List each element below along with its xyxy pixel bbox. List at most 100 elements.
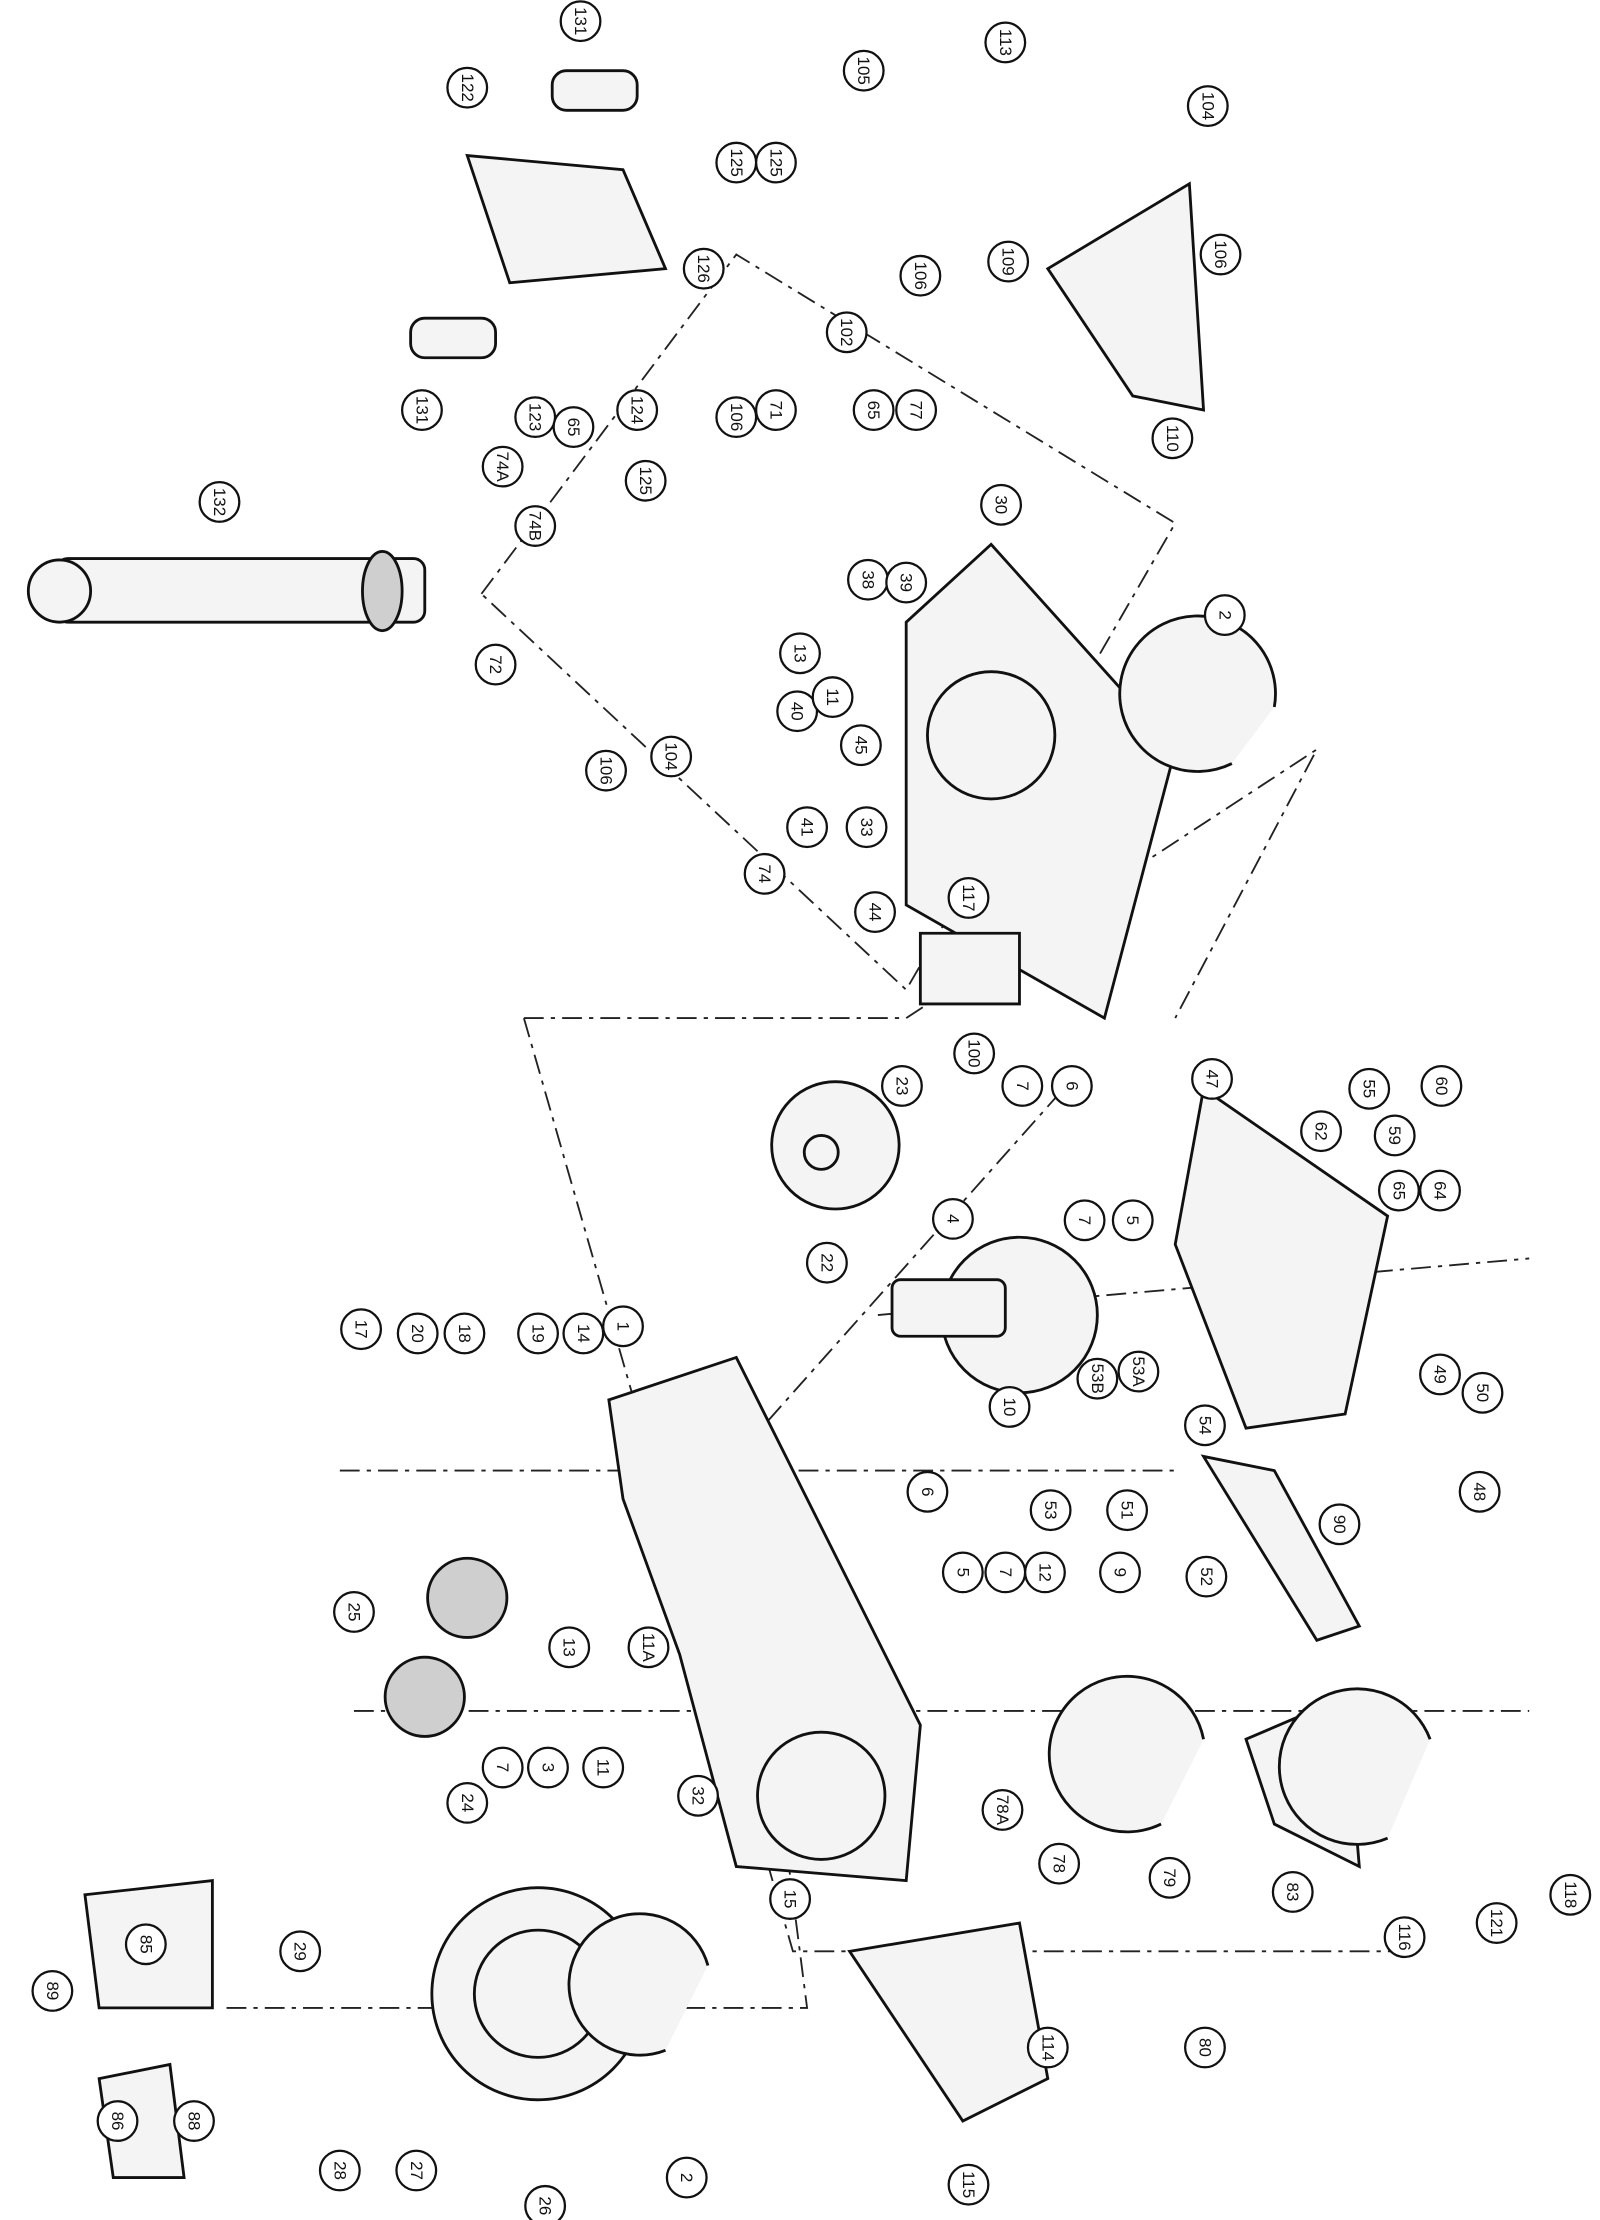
callout-circle xyxy=(1117,1350,1160,1393)
callout-label: 41 xyxy=(798,818,817,837)
callout-label: 7 xyxy=(996,1568,1015,1577)
callout-circle xyxy=(754,141,797,184)
callout-50: 50 xyxy=(1461,1371,1504,1414)
callout-circle xyxy=(1001,1065,1044,1107)
callout-circle xyxy=(1383,1916,1426,1959)
callout-label: 11 xyxy=(594,1759,613,1777)
callout-circle xyxy=(1191,1057,1233,1100)
callout-label: 132 xyxy=(210,488,229,516)
callout-label: 125 xyxy=(727,148,746,176)
callout-122: 122 xyxy=(446,66,489,109)
callout-5: 5 xyxy=(941,1551,984,1594)
callout-label: 74A xyxy=(493,452,512,483)
callout-49: 49 xyxy=(1419,1353,1461,1396)
callout-circle xyxy=(1373,1114,1416,1157)
callout-label: 64 xyxy=(1430,1181,1449,1200)
callout-label: 77 xyxy=(907,401,926,420)
callout-circle xyxy=(776,690,819,733)
callout-circle xyxy=(845,806,888,849)
callout-label: 125 xyxy=(766,148,785,176)
callout-90: 90 xyxy=(1318,1503,1361,1546)
callout-circle xyxy=(987,240,1030,283)
callout-23: 23 xyxy=(880,1065,923,1107)
callout-24: 24 xyxy=(446,1781,489,1824)
callout-circle xyxy=(481,1746,524,1789)
callout-circle xyxy=(1549,1873,1592,1916)
callout-label: 90 xyxy=(1330,1515,1349,1534)
callout-110: 110 xyxy=(1151,417,1194,460)
callout-131: 131 xyxy=(400,389,443,431)
callout-label: 102 xyxy=(837,318,856,346)
callout-label: 124 xyxy=(628,396,647,424)
callout-circle xyxy=(839,724,882,767)
callout-29: 29 xyxy=(279,1930,322,1973)
callout-85: 85 xyxy=(124,1923,167,1966)
callout-circle xyxy=(1185,1555,1228,1598)
callout-circle xyxy=(885,561,928,604)
callout-label: 18 xyxy=(455,1324,474,1343)
callout-circle xyxy=(1106,1489,1149,1532)
callout-label: 48 xyxy=(1470,1482,1489,1501)
ring-116 xyxy=(1277,1687,1432,1846)
callout-label: 11 xyxy=(823,688,842,706)
callout-label: 49 xyxy=(1430,1365,1449,1384)
callout-circle xyxy=(947,876,990,919)
callout-14: 14 xyxy=(562,1312,605,1355)
callout-label: 121 xyxy=(1487,1909,1506,1937)
callout-65: 65 xyxy=(1377,1169,1420,1212)
callout-circle xyxy=(400,389,443,431)
callout-label: 7 xyxy=(493,1763,512,1772)
callout-circle xyxy=(947,2163,990,2206)
callout-label: 13 xyxy=(560,1638,579,1657)
callout-label: 62 xyxy=(1312,1122,1331,1141)
callout-label: 2 xyxy=(677,2173,696,2182)
callout-circle xyxy=(941,1551,984,1594)
callout-circle xyxy=(1318,1503,1361,1546)
callout-circle xyxy=(446,1781,489,1824)
callout-circle xyxy=(786,806,829,849)
callout-label: 113 xyxy=(996,29,1015,56)
callout-12: 12 xyxy=(1024,1551,1066,1594)
bracket-110 xyxy=(1045,181,1206,412)
callout-label: 52 xyxy=(1197,1567,1216,1586)
callout-label: 79 xyxy=(1160,1868,1179,1887)
callout-label: 44 xyxy=(866,903,885,922)
callout-59: 59 xyxy=(1373,1114,1416,1157)
callout-54: 54 xyxy=(1184,1404,1226,1447)
callout-label: 125 xyxy=(636,467,655,495)
callout-circle xyxy=(474,643,517,686)
callout-label: 6 xyxy=(1062,1081,1081,1090)
callout-circle xyxy=(984,21,1027,64)
callout-label: 53A xyxy=(1129,1357,1148,1388)
callout-circle xyxy=(517,1312,560,1355)
callout-circle xyxy=(854,891,896,933)
callout-circle xyxy=(1186,85,1229,127)
callout-label: 54 xyxy=(1195,1416,1214,1435)
callout-131: 131 xyxy=(559,0,602,43)
callout-label: 89 xyxy=(43,1981,62,2000)
callout-label: 1 xyxy=(614,1322,633,1331)
callout-47: 47 xyxy=(1191,1057,1233,1100)
callout-circle xyxy=(446,66,489,109)
callout-78: 78 xyxy=(1038,1842,1081,1885)
callout-label: 78A xyxy=(993,1795,1012,1826)
callout-label: 29 xyxy=(291,1942,310,1961)
callout-74B: 74B xyxy=(514,505,557,547)
callout-label: 74B xyxy=(526,511,545,541)
callout-circle xyxy=(1420,1065,1463,1107)
callout-circle xyxy=(524,2184,567,2220)
callout-label: 83 xyxy=(1283,1883,1302,1902)
callout-label: 10 xyxy=(1000,1398,1019,1417)
callout-label: 7 xyxy=(1075,1216,1094,1225)
callout-18: 18 xyxy=(443,1312,486,1355)
callout-62: 62 xyxy=(1300,1110,1343,1153)
callout-19: 19 xyxy=(517,1312,560,1355)
callout-104: 104 xyxy=(650,735,693,778)
callout-circle xyxy=(677,1774,720,1817)
callout-label: 65 xyxy=(1389,1181,1408,1200)
callout-label: 39 xyxy=(897,573,916,592)
callout-circle xyxy=(514,505,557,547)
callout-label: 11A xyxy=(639,1633,658,1663)
callout-label: 86 xyxy=(108,2112,127,2131)
callout-106: 106 xyxy=(899,254,942,297)
